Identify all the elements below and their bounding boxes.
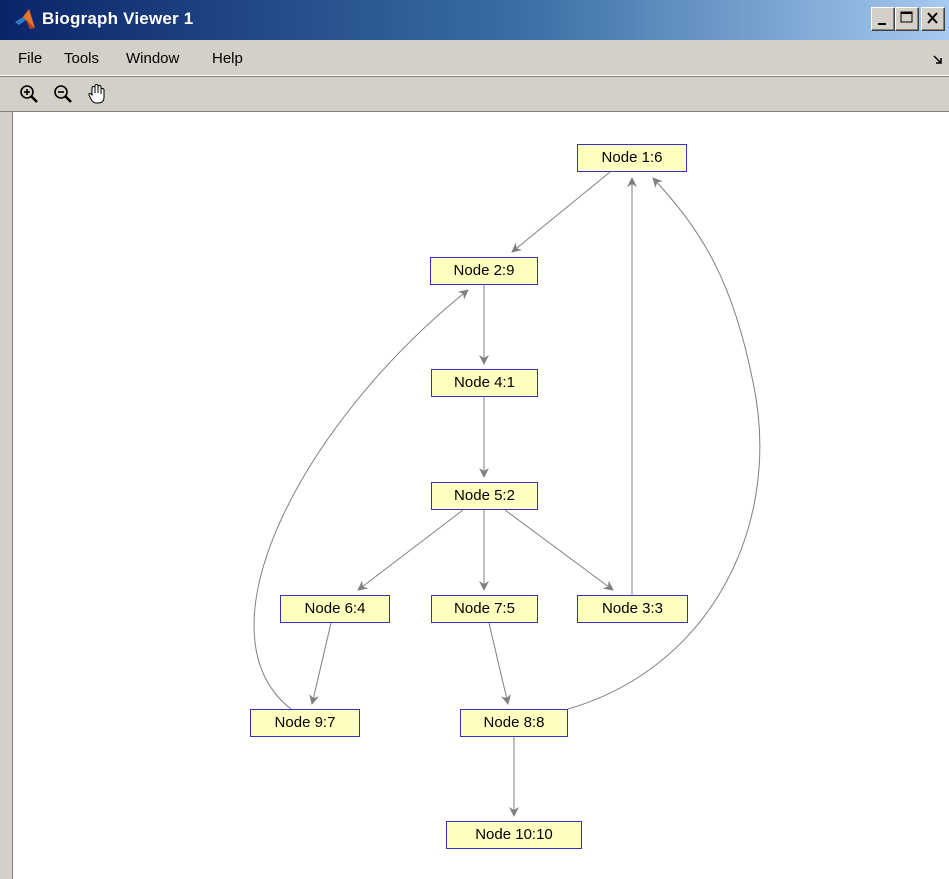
close-button[interactable] [921,7,945,31]
graph-node-n5[interactable]: Node 5:2 [431,482,538,510]
graph-node-n9[interactable]: Node 9:7 [250,709,360,737]
edge-n1-n2[interactable] [511,171,611,253]
menu-bar: File Tools Window Help [0,40,949,76]
graph-node-n7[interactable]: Node 7:5 [431,595,538,623]
graph-node-n3[interactable]: Node 3:3 [577,595,688,623]
menu-tools[interactable]: Tools [64,50,100,67]
edge-n6-n9[interactable] [309,622,332,705]
edge-n7-n8[interactable] [488,622,511,705]
close-icon [927,12,938,24]
dock-arrow-icon[interactable] [933,54,943,64]
graph-node-n10[interactable]: Node 10:10 [446,821,582,849]
graph-node-n1[interactable]: Node 1:6 [577,144,687,172]
matlab-logo-icon [15,9,35,29]
menu-window[interactable]: Window [126,50,180,67]
maximize-icon [900,11,913,23]
maximize-button[interactable] [895,7,919,31]
pan-hand-icon[interactable] [86,83,108,105]
zoom-out-icon[interactable] [52,83,74,105]
graph-node-n6[interactable]: Node 6:4 [280,595,390,623]
graph-node-n2[interactable]: Node 2:9 [430,257,538,285]
menu-help[interactable]: Help [212,50,243,67]
edge-n8-n1[interactable] [567,177,761,710]
edge-n5-n6[interactable] [357,509,464,591]
toolbar [0,76,949,112]
edge-layer [253,171,761,817]
menu-file[interactable]: File [18,50,43,67]
graph-node-n8[interactable]: Node 8:8 [460,709,568,737]
graph-node-n4[interactable]: Node 4:1 [431,369,538,397]
minimize-button[interactable] [871,7,895,31]
title-bar[interactable]: Biograph Viewer 1 [0,0,949,40]
edge-n5-n3[interactable] [504,509,614,591]
edge-n9-n2[interactable] [253,289,469,710]
window-title: Biograph Viewer 1 [42,9,194,28]
zoom-in-icon[interactable] [18,83,40,105]
minimize-icon [878,23,886,25]
